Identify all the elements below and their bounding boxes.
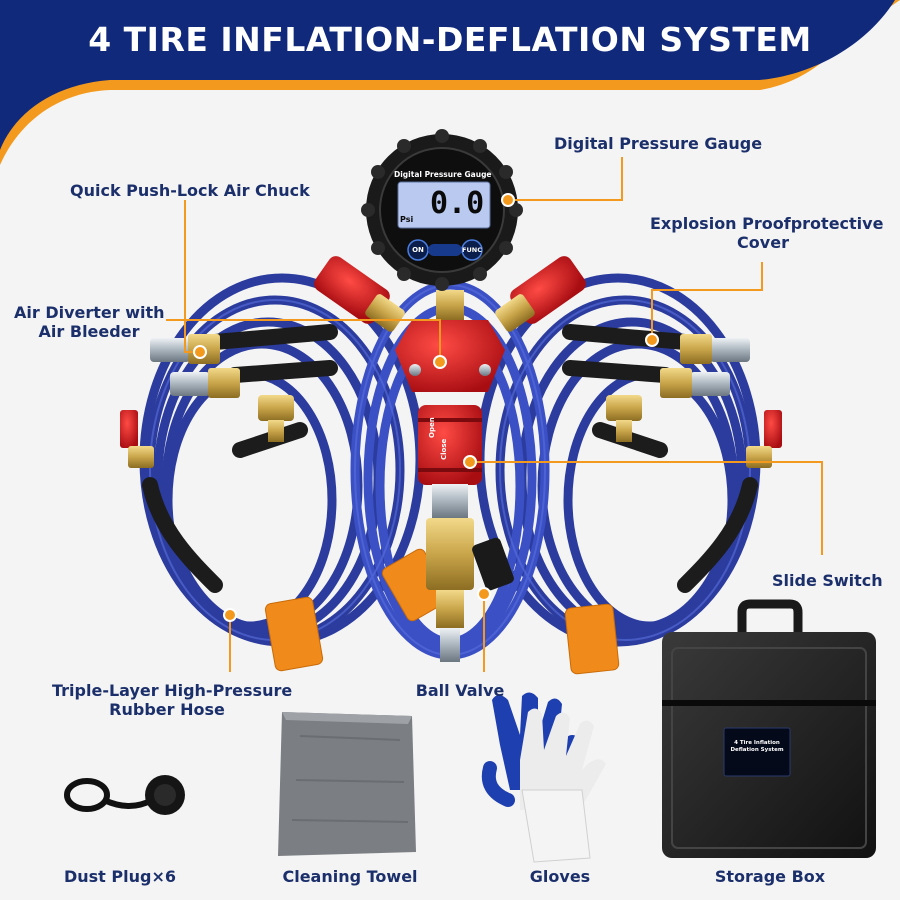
leader-dot-cover xyxy=(645,333,659,347)
label-gloves: Gloves xyxy=(529,867,591,886)
callout-diverter-line1: Air Diverter with xyxy=(14,303,165,322)
strain-relief-sleeves xyxy=(142,324,758,593)
gauge-reading: 0.0 xyxy=(430,186,485,221)
header-banner xyxy=(0,0,900,165)
slide-close-text: Close xyxy=(440,438,448,460)
gloves xyxy=(481,692,606,863)
callout-hose-line2: Rubber Hose xyxy=(109,700,225,719)
box-sticker-line1: 4 Tire Inflation xyxy=(734,740,780,746)
callout-cover-line1: Explosion Proofprotective xyxy=(650,214,884,233)
digital-gauge xyxy=(361,129,523,291)
label-storage-box: Storage Box xyxy=(714,867,826,886)
leader-dot-ball-valve xyxy=(477,587,491,601)
manifold-couplers xyxy=(314,256,586,332)
callout-slide-switch: Slide Switch xyxy=(772,571,883,590)
slide-open-text: Open xyxy=(428,417,436,438)
banner-navy xyxy=(0,0,895,150)
leader-dot-diverter xyxy=(433,355,447,369)
page-title: 4 TIRE INFLATION-DEFLATION SYSTEM xyxy=(88,20,812,59)
gauge-face-title: Digital Pressure Gauge xyxy=(394,170,492,179)
leader-slide xyxy=(470,461,823,555)
leader-cover xyxy=(651,262,763,340)
storage-box xyxy=(662,599,876,858)
brass-tee-fittings xyxy=(258,395,642,442)
gauge-func-button: FUNC xyxy=(462,246,482,254)
ball-valve-body xyxy=(426,518,514,662)
air-diverter xyxy=(395,290,505,392)
callout-chuck: Quick Push-Lock Air Chuck xyxy=(70,181,310,200)
leader-diverter xyxy=(166,319,441,362)
callout-cover-line2: Cover xyxy=(737,233,789,252)
callout-diverter-line2: Air Bleeder xyxy=(38,322,140,341)
velcro-straps xyxy=(264,548,620,675)
leader-dot-slide xyxy=(463,455,477,469)
box-sticker-line2: Deflation System xyxy=(730,747,784,753)
label-dust-plug: Dust Plug×6 xyxy=(63,867,176,886)
leader-dot-chuck xyxy=(193,345,207,359)
callout-gauge: Digital Pressure Gauge xyxy=(554,134,763,153)
leader-gauge xyxy=(508,157,623,201)
leader-dot-hose xyxy=(223,608,237,622)
callout-leaders xyxy=(166,157,823,672)
label-cleaning-towel: Cleaning Towel xyxy=(282,867,418,886)
air-chucks xyxy=(150,334,750,398)
leader-dot-gauge xyxy=(501,193,515,207)
gauge-on-button: ON xyxy=(412,246,424,254)
gauge-unit: Psi xyxy=(400,215,414,224)
dust-plug xyxy=(64,775,185,815)
callout-hose-line1: Triple-Layer High-Pressure xyxy=(52,681,293,700)
callout-ball-valve: Ball Valve xyxy=(415,681,505,700)
cleaning-towel xyxy=(278,712,416,856)
